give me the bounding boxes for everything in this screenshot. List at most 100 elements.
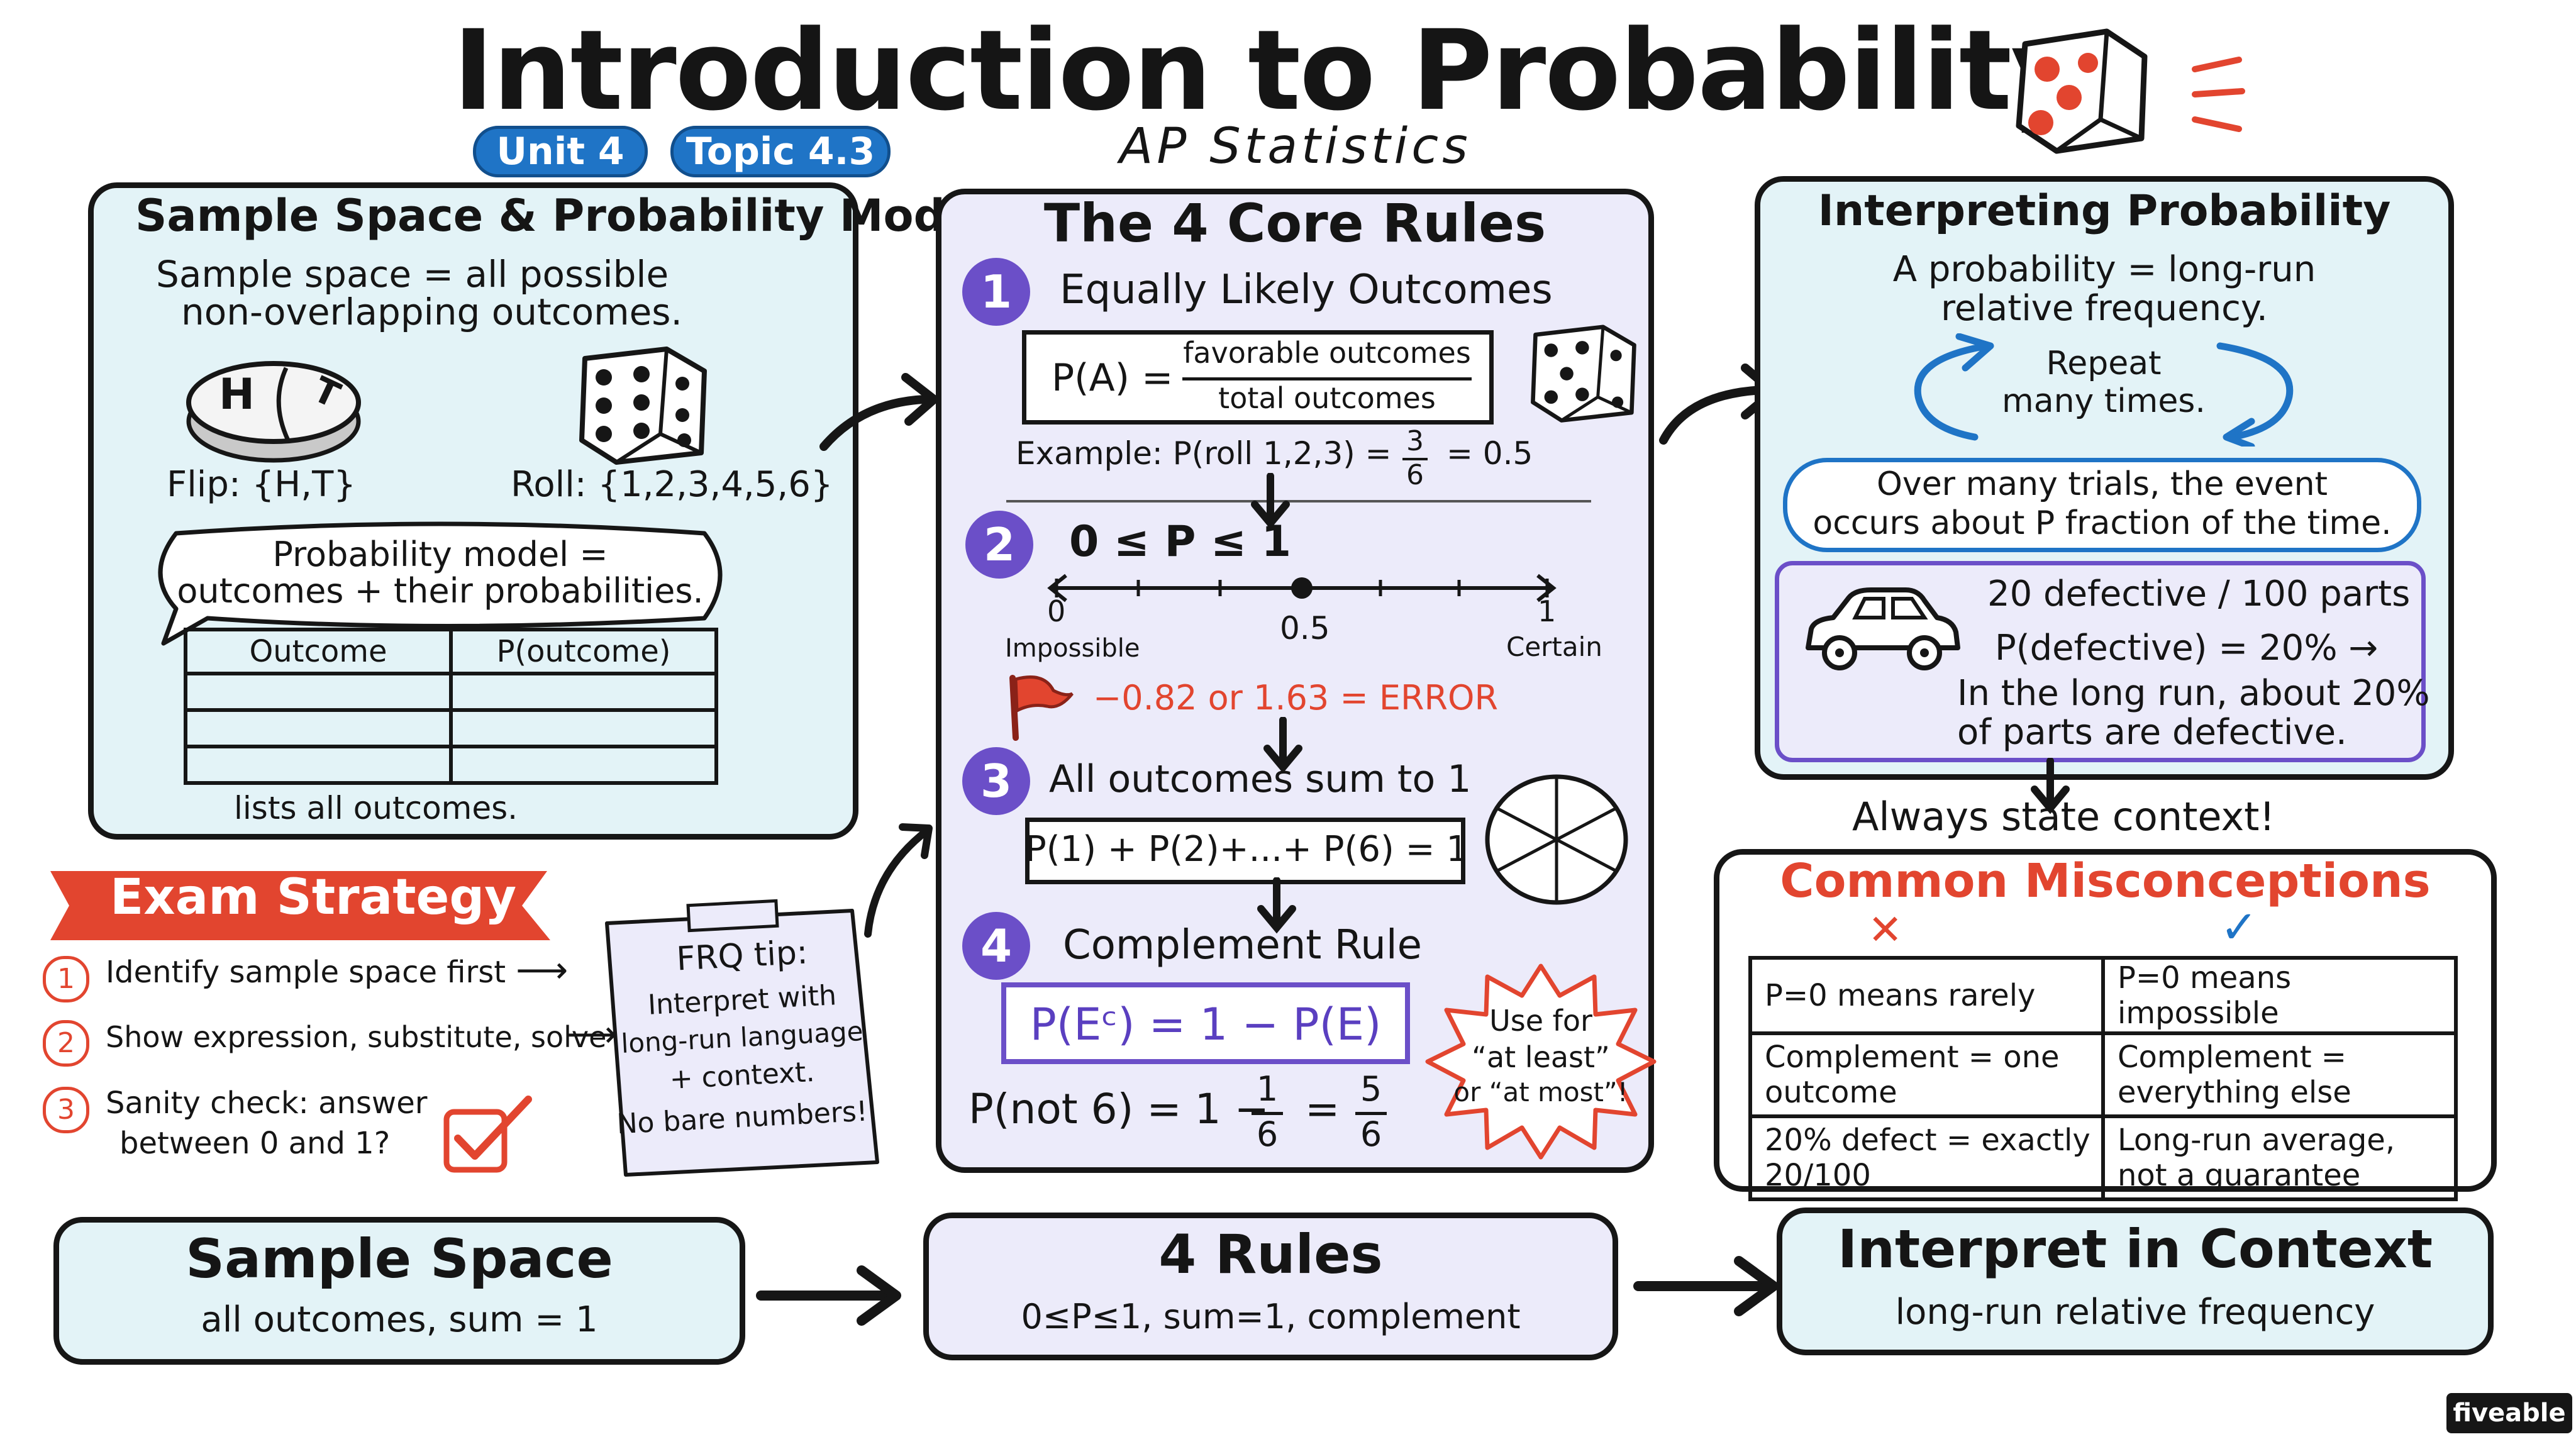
summary-box-rules <box>923 1213 1618 1360</box>
misconception-right: P=0 means impossible <box>2101 956 2458 1035</box>
table-header-outcome: Outcome <box>184 628 453 675</box>
rule-4-equals: = <box>1305 1085 1340 1133</box>
rule-1-example-num: 3 <box>1406 425 1424 457</box>
rule-3-formula-box <box>1025 818 1465 884</box>
pie-circle-icon <box>1485 774 1628 905</box>
repeat-line-2: many times. <box>2002 382 2206 420</box>
page-title: Introduction to Probability <box>453 6 2083 135</box>
table-note: lists all outcomes. <box>234 790 518 826</box>
motion-lines-icon <box>2192 57 2245 132</box>
rule-1-example-result: = 0.5 <box>1446 435 1533 472</box>
misconceptions-table: P=0 means rarely P=0 means impossible Co… <box>1748 956 2458 1201</box>
roll-label: Roll: {1,2,3,4,5,6} <box>511 464 833 505</box>
step-3-number: 3 <box>43 1087 89 1133</box>
starburst-line-1: Use for <box>1489 1004 1592 1038</box>
rule-1-numerator: favorable outcomes <box>1183 336 1471 370</box>
probability-number-line <box>1047 574 1557 602</box>
rule-4-frac2-den: 6 <box>1360 1114 1382 1154</box>
starburst-icon <box>1425 963 1657 1160</box>
defect-line-3: In the long run, about 20% <box>1957 673 2430 714</box>
rule-2-title: 0 ≤ P ≤ 1 <box>1069 517 1292 567</box>
fraction-bar <box>1402 458 1428 460</box>
repeat-cycle-icon <box>1914 333 2294 447</box>
down-arrow-icon <box>2031 758 2070 814</box>
summary-rules-title: 4 Rules <box>1158 1223 1383 1286</box>
subtitle: AP Statistics <box>1119 118 1472 175</box>
dice-icon <box>2016 28 2148 154</box>
misconception-wrong: 20% defect = exactly 20/100 <box>1748 1114 2105 1201</box>
die-icon <box>1531 325 1636 423</box>
interpreting-line-1: A probability = long-run <box>1892 249 2316 290</box>
rule-3-title: All outcomes sum to 1 <box>1049 757 1472 801</box>
rule-4-frac1-num: 1 <box>1256 1069 1279 1109</box>
core-rules-title: The 4 Core Rules <box>1043 192 1546 254</box>
rule-3-number: 3 <box>962 747 1030 815</box>
misconception-wrong: P=0 means rarely <box>1748 956 2105 1035</box>
red-flag-icon <box>1009 675 1074 741</box>
exam-strategy-banner <box>50 871 550 940</box>
flip-label: Flip: {H,T} <box>167 464 356 505</box>
summary-sample-space-title: Sample Space <box>186 1228 613 1291</box>
rule-1-formula-lhs: P(A) = <box>1052 356 1174 400</box>
topic-badge: Topic 4.3 <box>670 126 891 177</box>
car-icon <box>1806 587 1960 670</box>
complement-formula-box <box>1001 982 1410 1064</box>
tick-zero: 0 <box>1047 594 1066 628</box>
summary-rules-subtitle: 0≤P≤1, sum=1, complement <box>1021 1297 1521 1336</box>
table-cell <box>184 672 453 712</box>
table-cell <box>449 708 718 748</box>
tick-one: 1 <box>1538 594 1557 628</box>
rule-4-example: P(not 6) = 1 − <box>969 1085 1269 1133</box>
rule-1-example-den: 6 <box>1406 459 1424 491</box>
starburst-line-3: or “at most”! <box>1453 1077 1628 1108</box>
right-mark-icon: ✓ <box>2220 901 2258 953</box>
step-3-text-line-2: between 0 and 1? <box>119 1126 391 1161</box>
tick-half: 0.5 <box>1280 610 1330 647</box>
misconception-wrong: Complement = one outcome <box>1748 1031 2105 1118</box>
fraction-bar <box>1355 1112 1387 1115</box>
model-speech-bubble <box>158 521 723 646</box>
rule-2-error-text: −0.82 or 1.63 = ERROR <box>1093 678 1499 718</box>
step-1-arrow: ⟶ <box>516 948 569 991</box>
down-arrow-icon <box>1251 473 1290 530</box>
step-1-number: 1 <box>43 956 89 1002</box>
table-cell <box>449 745 718 785</box>
misconception-right: Long-run average, not a guarantee <box>2101 1114 2458 1201</box>
trials-line-2: occurs about P fraction of the time. <box>1813 504 2392 542</box>
step-2-number: 2 <box>43 1020 89 1067</box>
rule-3-formula: P(1) + P(2)+...+ P(6) = 1 <box>1025 829 1469 870</box>
checkbox-icon <box>443 1096 532 1173</box>
rule-4-frac1-den: 6 <box>1256 1114 1279 1154</box>
exam-strategy-title: Exam Strategy <box>110 869 517 926</box>
arrow-icon <box>819 373 938 451</box>
rule-4-title: Complement Rule <box>1063 922 1422 969</box>
summary-box-sample-space <box>53 1217 745 1365</box>
summary-interpret-title: Interpret in Context <box>1838 1218 2433 1280</box>
model-bubble-line-1: Probability model = <box>272 535 608 574</box>
misconception-right: Complement = everything else <box>2101 1031 2458 1118</box>
coin-heads-label: H <box>219 370 255 419</box>
summary-box-interpret <box>1777 1208 2494 1355</box>
fraction-bar <box>1252 1112 1283 1115</box>
rule-4-number: 4 <box>962 912 1030 980</box>
defect-line-4: of parts are defective. <box>1957 712 2347 753</box>
step-2-text: Show expression, substitute, solve <box>106 1020 607 1054</box>
arrow-icon <box>864 823 933 938</box>
rule-1-title: Equally Likely Outcomes <box>1060 267 1553 313</box>
frq-sticky-note <box>605 899 879 1177</box>
sample-space-definition-1: Sample space = all possible <box>156 253 669 296</box>
model-bubble-line-2: outcomes + their probabilities. <box>177 571 704 611</box>
table-cell <box>184 708 453 748</box>
outcome-table: Outcome P(outcome) <box>184 628 718 785</box>
summary-sample-space-subtitle: all outcomes, sum = 1 <box>201 1299 598 1340</box>
trials-line-1: Over many trials, the event <box>1876 465 2328 503</box>
context-note: Always state context! <box>1852 794 2275 840</box>
rule-1-example: Example: P(roll 1,2,3) = <box>1016 435 1392 472</box>
rule-1-number: 1 <box>962 258 1030 326</box>
interpreting-title: Interpreting Probability <box>1818 186 2391 236</box>
table-header-probability: P(outcome) <box>449 628 718 675</box>
step-1-text: Identify sample space first <box>106 955 506 990</box>
arrow-icon <box>1633 1256 1779 1316</box>
die-icon <box>579 347 707 465</box>
complement-formula: P(Eᶜ) = 1 − P(E) <box>1030 999 1382 1050</box>
